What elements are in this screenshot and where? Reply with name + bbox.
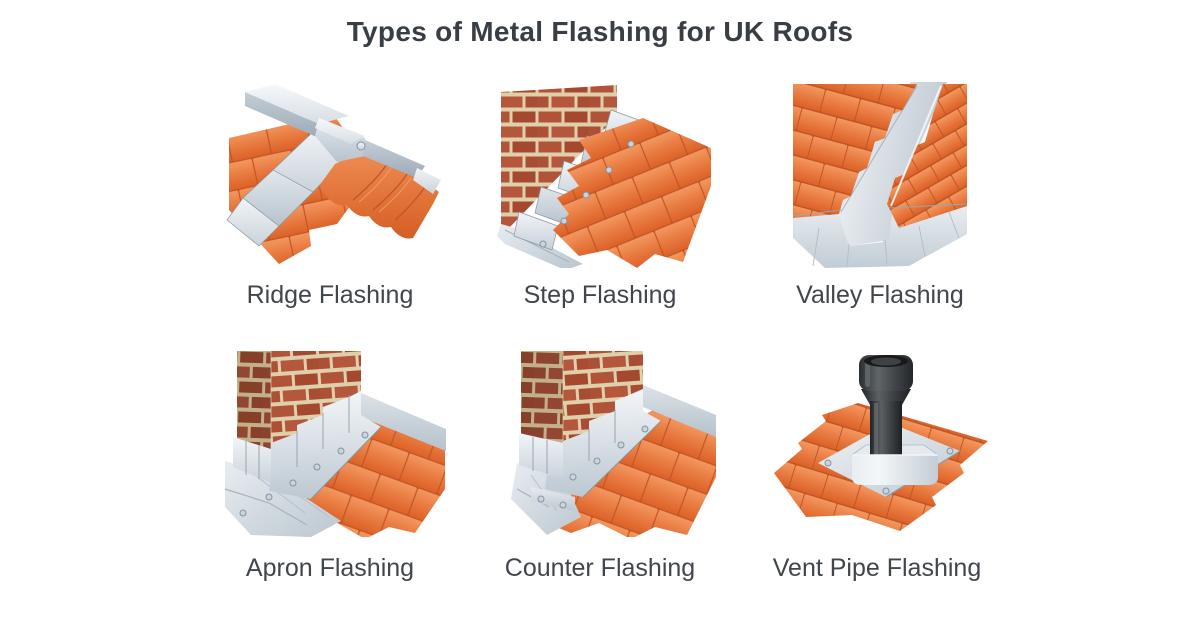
brick-chimney bbox=[520, 351, 643, 453]
panel-counter-flashing: Counter Flashing bbox=[475, 349, 725, 583]
panel-apron-flashing: Apron Flashing bbox=[205, 349, 455, 583]
fixing-screws bbox=[239, 431, 368, 517]
vent-pipe bbox=[850, 355, 939, 485]
apron-flashing-illustration bbox=[224, 351, 446, 537]
ridge-art-frame bbox=[205, 80, 455, 268]
fixing-screws bbox=[539, 140, 635, 248]
panel-vent-pipe-flashing: Vent Pipe Flashing bbox=[752, 349, 1002, 583]
caption-valley-flashing: Valley Flashing bbox=[796, 281, 964, 309]
brick-abutment-wall bbox=[501, 85, 617, 228]
step-art-frame bbox=[475, 80, 725, 268]
page-title: Types of Metal Flashing for UK Roofs bbox=[346, 16, 854, 47]
valley-art-frame bbox=[755, 80, 1005, 268]
panel-valley-flashing: Valley Flashing bbox=[755, 80, 1005, 310]
roof-left-slope-tiles bbox=[793, 84, 917, 218]
ridge-flashing-illustration bbox=[226, 84, 441, 264]
caption-vent-pipe-flashing: Vent Pipe Flashing bbox=[772, 554, 982, 582]
corrugated-pantiles bbox=[319, 154, 439, 239]
apron-flashing-metal bbox=[232, 391, 381, 500]
brick-chimney bbox=[236, 351, 361, 457]
upper-soaker-band bbox=[642, 385, 716, 437]
caption-ridge-flashing: Ridge Flashing bbox=[246, 281, 414, 309]
caption-counter-flashing: Counter Flashing bbox=[504, 554, 696, 582]
vent-art-frame bbox=[752, 349, 1002, 537]
upper-soaker-band bbox=[360, 393, 446, 451]
panel-step-flashing: Step Flashing bbox=[475, 80, 725, 310]
roof-right-slope-tiles bbox=[887, 84, 967, 228]
apron-art-frame bbox=[205, 349, 455, 537]
panel-seam-lines bbox=[792, 85, 968, 267]
roof-tiles bbox=[553, 118, 711, 268]
fixing-screws bbox=[537, 425, 648, 509]
valley-flashing-illustration bbox=[792, 82, 968, 268]
caption-step-flashing: Step Flashing bbox=[523, 281, 677, 309]
ridge-cap-flashing bbox=[245, 84, 441, 194]
step-flashing-illustration bbox=[497, 85, 711, 268]
counter-flashing-illustration bbox=[510, 351, 716, 537]
counter-art-frame bbox=[475, 349, 725, 537]
vent-pipe-flashing-illustration bbox=[773, 355, 988, 531]
caption-apron-flashing: Apron Flashing bbox=[245, 554, 415, 582]
panel-ridge-flashing: Ridge Flashing bbox=[205, 80, 455, 310]
valley-channel-flashing bbox=[837, 82, 947, 246]
